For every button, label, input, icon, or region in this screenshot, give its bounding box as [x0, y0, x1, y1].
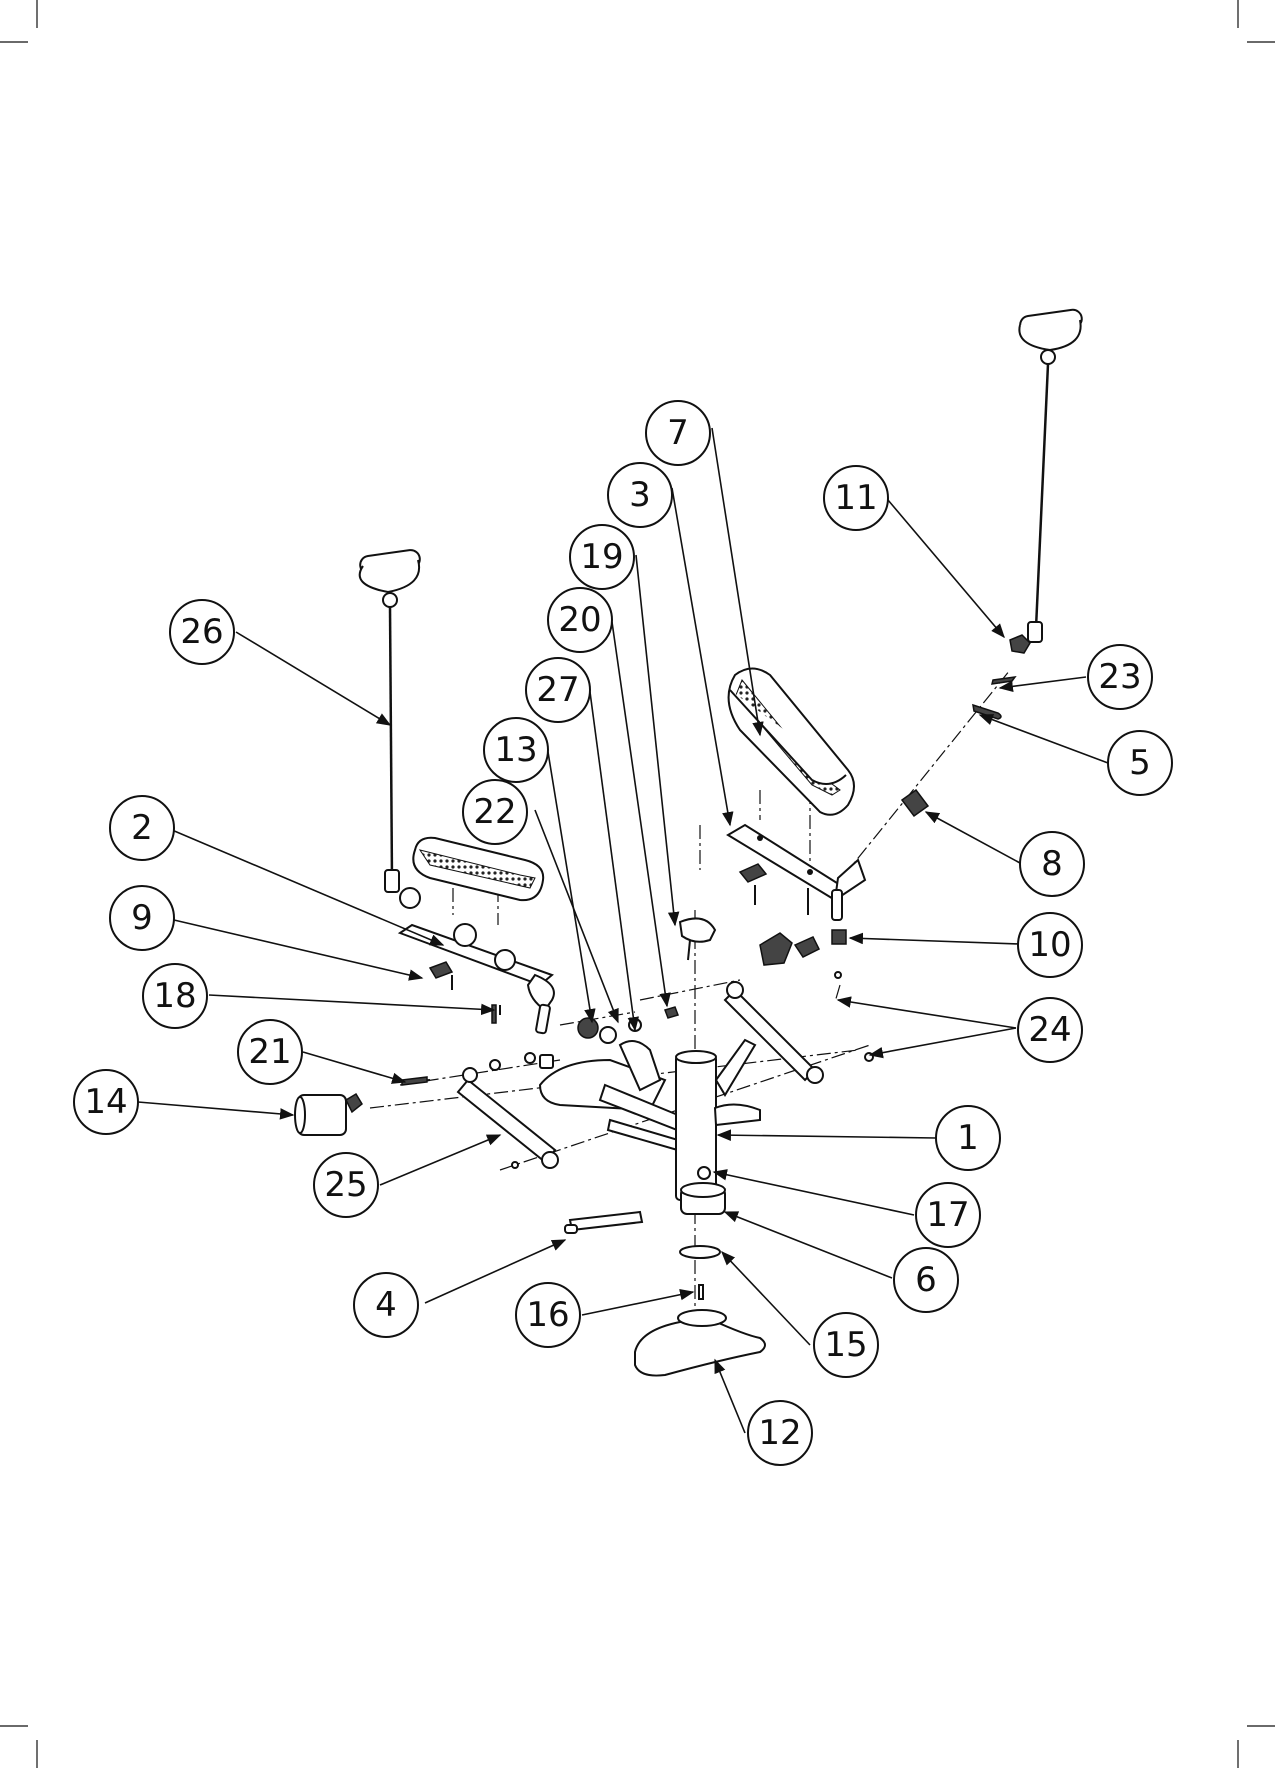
right-small-parts — [902, 677, 1015, 816]
callout-27: 27 — [526, 658, 590, 722]
svg-text:12: 12 — [758, 1413, 801, 1453]
callout-3: 3 — [608, 463, 672, 527]
svg-text:16: 16 — [526, 1295, 569, 1335]
callout-15: 15 — [814, 1313, 878, 1377]
callout-8: 8 — [1020, 832, 1084, 896]
callouts: 1 2 3 4 5 6 7 8 9 10 11 12 13 14 15 16 1… — [74, 401, 1172, 1465]
right-pedal — [729, 669, 854, 815]
svg-text:10: 10 — [1028, 925, 1071, 965]
callout-19: 19 — [570, 525, 634, 589]
right-pedal-arm — [728, 825, 865, 920]
callout-14: 14 — [74, 1070, 138, 1134]
callout-11: 11 — [824, 466, 888, 530]
svg-text:15: 15 — [824, 1325, 867, 1365]
svg-text:8: 8 — [1041, 844, 1063, 884]
svg-text:3: 3 — [629, 475, 651, 515]
svg-text:26: 26 — [180, 612, 223, 652]
callout-13: 13 — [484, 718, 548, 782]
svg-text:18: 18 — [153, 976, 196, 1016]
callout-2: 2 — [110, 796, 174, 860]
svg-text:13: 13 — [494, 730, 537, 770]
callout-10: 10 — [1018, 913, 1082, 977]
svg-text:14: 14 — [84, 1082, 127, 1122]
svg-text:5: 5 — [1129, 743, 1151, 783]
svg-text:6: 6 — [915, 1260, 937, 1300]
svg-text:4: 4 — [375, 1285, 397, 1325]
svg-text:2: 2 — [131, 808, 153, 848]
callout-7: 7 — [646, 401, 710, 465]
callout-1: 1 — [936, 1106, 1000, 1170]
svg-text:7: 7 — [667, 413, 689, 453]
callout-26: 26 — [170, 600, 234, 664]
left-handle-cable — [359, 549, 421, 908]
callout-12: 12 — [748, 1401, 812, 1465]
svg-text:22: 22 — [473, 792, 516, 832]
svg-text:21: 21 — [248, 1032, 291, 1072]
svg-text:24: 24 — [1028, 1010, 1071, 1050]
svg-text:11: 11 — [834, 478, 877, 518]
callout-6: 6 — [894, 1248, 958, 1312]
svg-text:27: 27 — [536, 670, 579, 710]
left-pedal — [413, 838, 543, 900]
callout-9: 9 — [110, 886, 174, 950]
svg-text:23: 23 — [1098, 657, 1141, 697]
svg-text:9: 9 — [131, 898, 153, 938]
callout-5: 5 — [1108, 731, 1172, 795]
left-pedal-arm — [400, 924, 554, 1034]
counter — [295, 1094, 362, 1135]
callout-20: 20 — [548, 588, 612, 652]
callout-21: 21 — [238, 1020, 302, 1084]
svg-text:19: 19 — [580, 537, 623, 577]
main-frame — [540, 1040, 760, 1200]
callout-22: 22 — [463, 780, 527, 844]
callout-23: 23 — [1088, 645, 1152, 709]
base-parts — [565, 1167, 765, 1376]
svg-text:1: 1 — [957, 1118, 979, 1158]
callout-4: 4 — [354, 1273, 418, 1337]
center-lines — [370, 670, 1010, 1315]
right-handle-cable — [1010, 309, 1083, 653]
svg-text:25: 25 — [324, 1165, 367, 1205]
callout-25: 25 — [314, 1153, 378, 1217]
left-shock — [405, 1053, 558, 1168]
callout-16: 16 — [516, 1283, 580, 1347]
callout-24: 24 — [1018, 998, 1082, 1062]
svg-text:20: 20 — [558, 600, 601, 640]
svg-text:17: 17 — [926, 1195, 969, 1235]
callout-18: 18 — [143, 964, 207, 1028]
callout-17: 17 — [916, 1183, 980, 1247]
